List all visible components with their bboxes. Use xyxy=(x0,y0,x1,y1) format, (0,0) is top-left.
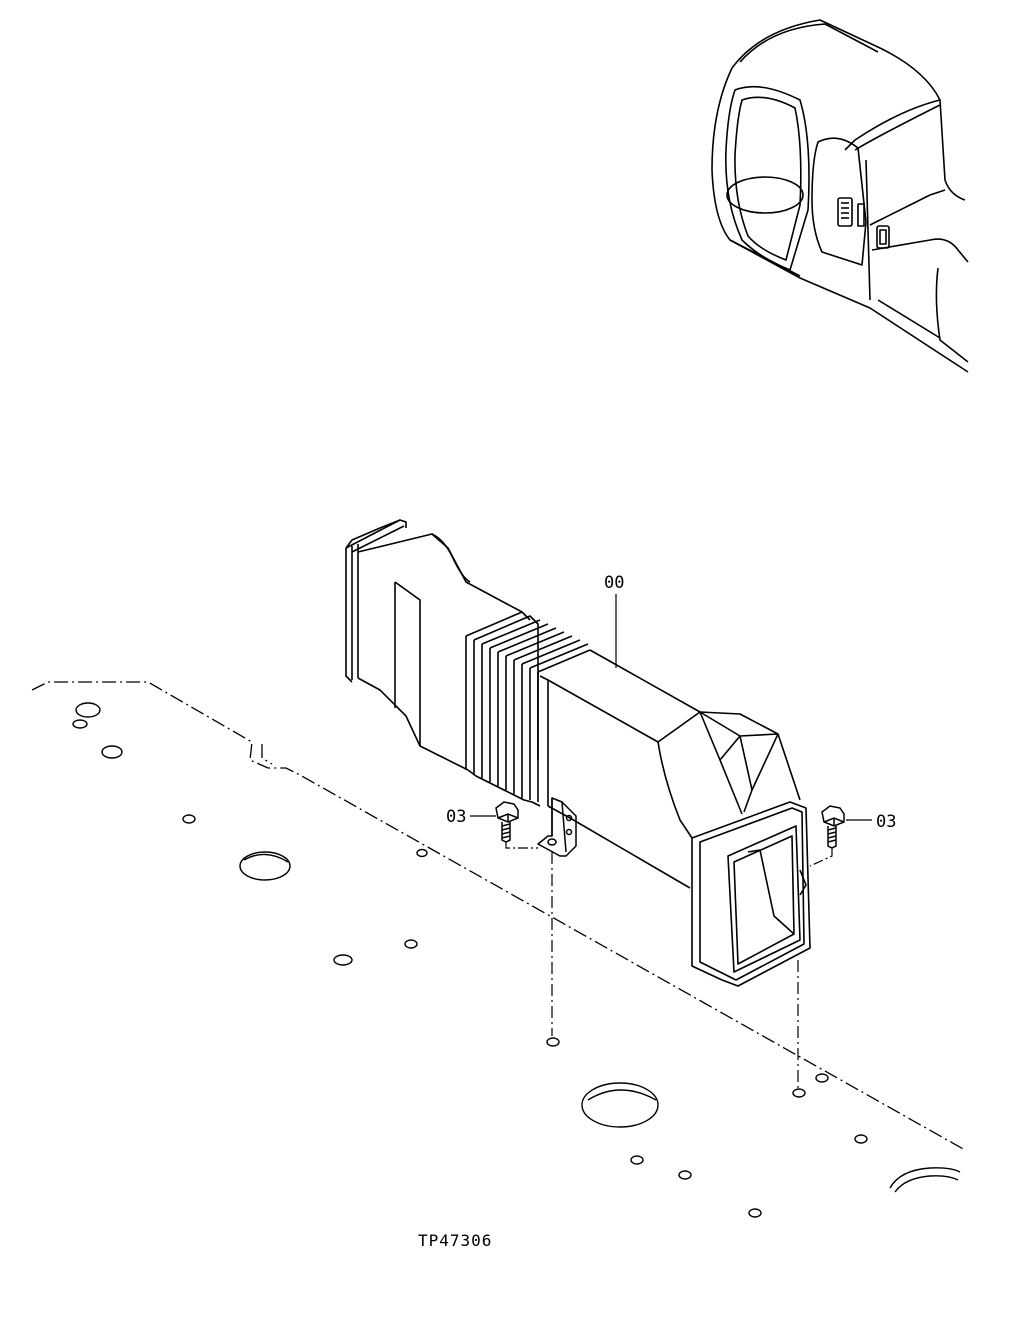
figure-reference: TP47306 xyxy=(418,1231,492,1250)
mounting-bracket xyxy=(537,797,577,857)
leader-lines xyxy=(470,594,872,821)
bellows xyxy=(465,611,591,807)
floor-plate xyxy=(31,681,966,1151)
callout-duct-part: 00 xyxy=(604,573,624,593)
cab-inset xyxy=(711,19,969,373)
callout-bolt-left: 03 xyxy=(446,807,466,827)
air-duct xyxy=(345,519,811,987)
bolt-right xyxy=(821,805,845,849)
floor-holes xyxy=(72,702,961,1218)
assembly-lines xyxy=(505,842,833,1088)
bolt-left xyxy=(495,801,519,843)
callout-bolt-right: 03 xyxy=(876,812,896,832)
